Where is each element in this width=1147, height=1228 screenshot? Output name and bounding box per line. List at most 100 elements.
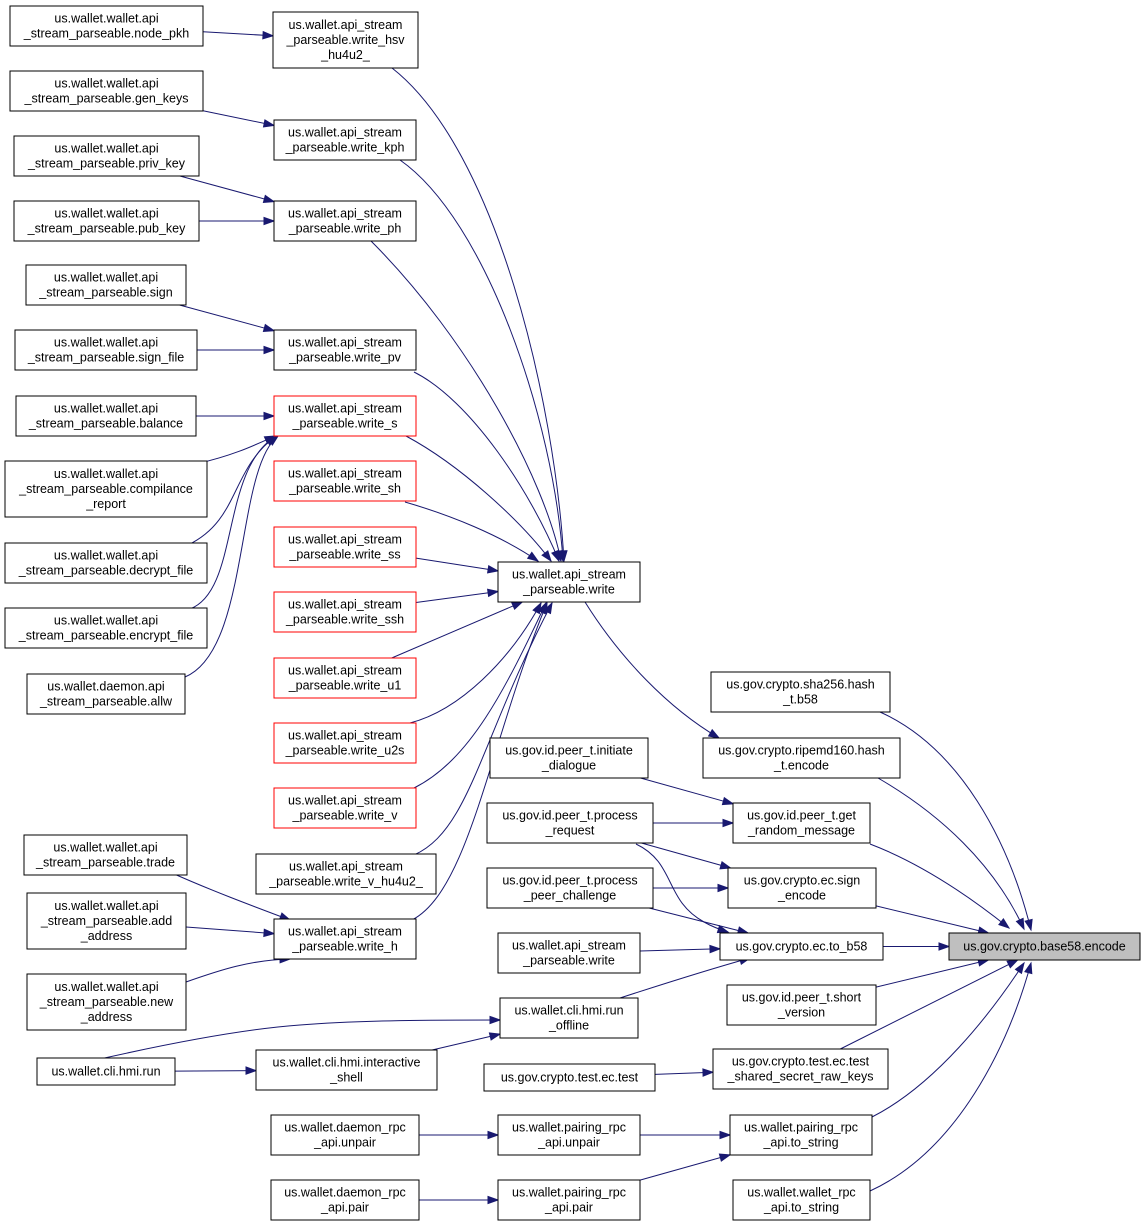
graph-node-w_u2s[interactable]: us.wallet.api_stream_parseable.write_u2s xyxy=(273,722,417,764)
node-label-line: us.wallet.wallet.api xyxy=(54,899,158,913)
node-box xyxy=(13,200,200,242)
graph-node-pairpair[interactable]: us.wallet.pairing_rpc_api.pair xyxy=(497,1179,641,1221)
graph-node-genkeys[interactable]: us.wallet.wallet.api_stream_parseable.ge… xyxy=(9,70,204,112)
graph-node-balance[interactable]: us.wallet.wallet.api_stream_parseable.ba… xyxy=(15,395,197,437)
graph-node-w_s[interactable]: us.wallet.api_stream_parseable.write_s xyxy=(273,395,417,437)
graph-node-ectestt[interactable]: us.gov.crypto.test.ec.test xyxy=(483,1063,656,1092)
node-box xyxy=(270,1179,420,1221)
graph-node-encode[interactable]: us.gov.crypto.base58.encode xyxy=(948,932,1141,961)
graph-node-w_v[interactable]: us.wallet.api_stream_parseable.write_v xyxy=(273,787,417,829)
graph-node-w_ph[interactable]: us.wallet.api_stream_parseable.write_ph xyxy=(273,200,417,242)
edge-line xyxy=(391,601,523,659)
graph-node-w_ss[interactable]: us.wallet.api_stream_parseable.write_ss xyxy=(273,526,417,568)
graph-node-w_hsv[interactable]: us.wallet.api_stream_parseable.write_hsv… xyxy=(272,11,419,69)
edge-line xyxy=(179,304,275,332)
node-label-line: _report xyxy=(85,497,126,511)
node-label-line: us.wallet.api_stream xyxy=(288,598,402,612)
node-label-line: _parseable.write_pv xyxy=(288,351,402,365)
arrowhead-icon xyxy=(1014,961,1025,975)
graph-node-ecsign[interactable]: us.gov.crypto.ec.sign_encode xyxy=(727,867,877,909)
arrowhead-icon xyxy=(998,918,1011,929)
graph-node-w_vhu[interactable]: us.wallet.api_stream_parseable.write_v_h… xyxy=(255,853,437,895)
node-label-line: _stream_parseable.trade xyxy=(35,856,175,870)
graph-node-procreq[interactable]: us.gov.id.peer_t.process_request xyxy=(486,802,654,844)
edge-addaddr-to-w_h xyxy=(185,926,276,938)
graph-node-trade[interactable]: us.wallet.wallet.api_stream_parseable.tr… xyxy=(23,834,188,876)
edge-line xyxy=(370,240,562,562)
arrowhead-icon xyxy=(1024,961,1033,975)
node-label-line: _parseable.write_kph xyxy=(285,141,405,155)
graph-node-w_sh[interactable]: us.wallet.api_stream_parseable.write_sh xyxy=(273,460,417,502)
node-label-line: _api.pair xyxy=(544,1201,593,1215)
graph-node-w_u1[interactable]: us.wallet.api_stream_parseable.write_u1 xyxy=(273,657,417,699)
graph-node-ectest[interactable]: us.gov.crypto.test.ec.test_shared_secret… xyxy=(712,1048,889,1090)
node-box xyxy=(255,1049,438,1091)
node-label-line: _stream_parseable.allw xyxy=(39,695,173,709)
graph-node-newaddr[interactable]: us.wallet.wallet.api_stream_parseable.ne… xyxy=(26,973,187,1031)
graph-node-walletts[interactable]: us.wallet.wallet_rpc_api.to_string xyxy=(732,1179,871,1221)
graph-node-encrypt[interactable]: us.wallet.wallet.api_stream_parseable.en… xyxy=(4,607,208,649)
graph-node-w_pv[interactable]: us.wallet.api_stream_parseable.write_pv xyxy=(273,329,417,371)
node-label-line: _stream_parseable.node_pkh xyxy=(23,27,189,41)
arrowhead-icon xyxy=(1024,918,1033,932)
edge-procpeer-to-tob58 xyxy=(648,907,750,935)
graph-node-getrand[interactable]: us.gov.id.peer_t.get_random_message xyxy=(732,802,871,844)
node-label-line: us.wallet.api_stream xyxy=(288,533,402,547)
graph-node-interact[interactable]: us.wallet.cli.hmi.interactive_shell xyxy=(255,1049,438,1091)
edge-line xyxy=(413,371,560,562)
arrowhead-icon xyxy=(262,30,275,40)
node-label-line: us.gov.id.peer_t.short xyxy=(742,991,862,1005)
node-label-line: us.wallet.api_stream xyxy=(288,207,402,221)
node-box xyxy=(273,395,417,437)
graph-node-write[interactable]: us.wallet.api_stream_parseable.write xyxy=(497,561,641,603)
arrowhead-icon xyxy=(1015,917,1025,931)
graph-node-pairun[interactable]: us.wallet.pairing_rpc_api.unpair xyxy=(497,1114,641,1156)
edge-pubkey-to-w_ph xyxy=(199,216,276,226)
node-box xyxy=(702,737,901,779)
edge-line xyxy=(391,67,565,562)
node-box xyxy=(273,918,417,960)
graph-node-w_kph[interactable]: us.wallet.api_stream_parseable.write_kph xyxy=(273,119,417,161)
graph-node-runoff[interactable]: us.wallet.cli.hmi.run_offline xyxy=(499,997,639,1039)
graph-node-ripemd[interactable]: us.gov.crypto.ripemd160.hash_t.encode xyxy=(702,737,901,779)
arrowhead-icon xyxy=(263,411,276,421)
edge-line xyxy=(404,501,539,562)
graph-node-sign[interactable]: us.wallet.wallet.api_stream_parseable.si… xyxy=(25,264,187,306)
graph-node-hmirun[interactable]: us.wallet.cli.hmi.run xyxy=(36,1057,176,1086)
graph-node-shortv[interactable]: us.gov.id.peer_t.short_version xyxy=(726,984,877,1026)
node-label-line: us.gov.crypto.ec.sign xyxy=(744,874,861,888)
graph-node-write2[interactable]: us.wallet.api_stream_parseable.write xyxy=(497,932,641,974)
graph-node-privkey[interactable]: us.wallet.wallet.api_stream_parseable.pr… xyxy=(13,135,200,177)
graph-node-pairts[interactable]: us.wallet.pairing_rpc_api.to_string xyxy=(729,1114,873,1156)
graph-node-allw[interactable]: us.wallet.daemon.api_stream_parseable.al… xyxy=(26,673,186,715)
graph-node-sha256[interactable]: us.gov.crypto.sha256.hash_t.b58 xyxy=(710,671,891,713)
graph-node-w_h[interactable]: us.wallet.api_stream_parseable.write_h xyxy=(273,918,417,960)
graph-node-procpeer[interactable]: us.gov.id.peer_t.process_peer_challenge xyxy=(486,867,654,909)
edge-compl-to-w_s xyxy=(195,435,277,465)
node-label-line: us.wallet.cli.hmi.interactive xyxy=(273,1056,421,1070)
graph-node-w_ssh[interactable]: us.wallet.api_stream_parseable.write_ssh xyxy=(273,591,417,633)
graph-node-addaddr[interactable]: us.wallet.wallet.api_stream_parseable.ad… xyxy=(26,892,187,950)
arrowhead-icon xyxy=(486,565,500,574)
graph-node-nodepkh[interactable]: us.wallet.wallet.api_stream_parseable.no… xyxy=(9,5,204,47)
node-box xyxy=(273,657,417,699)
edge-w_ssh-to-write xyxy=(415,588,500,603)
edge-procreq-to-ecsign xyxy=(641,842,733,870)
arrowhead-icon xyxy=(1006,959,1019,969)
graph-node-pubkey[interactable]: us.wallet.wallet.api_stream_parseable.pu… xyxy=(13,200,200,242)
graph-node-initdlg[interactable]: us.gov.id.peer_t.initiate_dialogue xyxy=(489,737,649,779)
node-label-line: _version xyxy=(777,1006,825,1020)
graph-node-decrypt[interactable]: us.wallet.wallet.api_stream_parseable.de… xyxy=(4,542,208,584)
arrowhead-icon xyxy=(541,550,552,563)
edge-interact-to-runoff xyxy=(431,1032,502,1051)
graph-node-compl[interactable]: us.wallet.wallet.api_stream_parseable.co… xyxy=(4,460,208,518)
node-label-line: us.gov.id.peer_t.initiate xyxy=(505,744,633,758)
node-label-line: us.gov.crypto.ripemd160.hash xyxy=(718,744,885,758)
graph-node-signfile[interactable]: us.wallet.wallet.api_stream_parseable.si… xyxy=(14,329,198,371)
graph-node-tob58[interactable]: us.gov.crypto.ec.to_b58 xyxy=(719,932,884,961)
node-box xyxy=(273,460,417,502)
graph-node-dunpair[interactable]: us.wallet.daemon_rpc_api.unpair xyxy=(270,1114,420,1156)
node-label-line: us.wallet.api_stream xyxy=(288,925,402,939)
edge-dpair-to-pairpair xyxy=(419,1195,500,1205)
graph-node-dpair[interactable]: us.wallet.daemon_rpc_api.pair xyxy=(270,1179,420,1221)
